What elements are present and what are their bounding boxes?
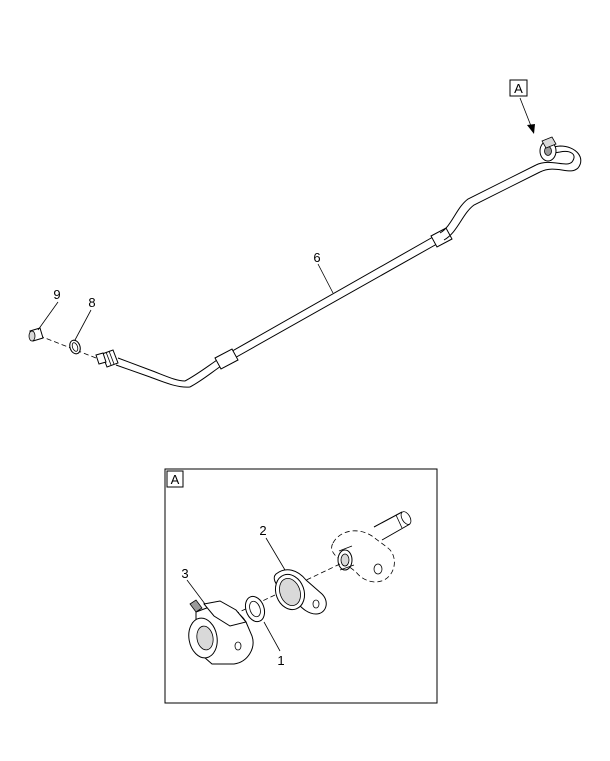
callout-part-2: 2 [259,523,266,538]
callout-part-9: 9 [53,287,60,302]
view-ref-label-top: A [514,81,523,96]
seal-ring-part-1 [244,595,266,623]
view-ref-label-detail: A [171,472,180,487]
detail-frame [164,468,438,704]
leader-part-3 [186,579,206,605]
leader-part-6 [317,263,334,294]
tube-assembly [95,136,582,388]
flange-block-part-3 [188,599,254,665]
leader-view-a [519,97,532,127]
leader-part-1 [263,621,281,652]
leader-part-2 [265,537,286,571]
detail-view-a: A [164,468,438,704]
o-ring-part-8 [69,339,81,355]
callout-part-1: 1 [277,653,284,668]
cap-part-9 [28,327,44,342]
leader-part-9 [37,301,59,331]
assembly-centerline [39,335,97,359]
callout-part-3: 3 [181,566,188,581]
callout-part-6: 6 [313,250,320,265]
gasket-part-2 [273,569,327,615]
callout-part-8: 8 [88,295,95,310]
leader-part-8 [74,309,92,341]
view-ref-box-detail [166,470,184,488]
view-ref-box-top [509,79,528,97]
arrowhead-view-a [527,124,535,134]
